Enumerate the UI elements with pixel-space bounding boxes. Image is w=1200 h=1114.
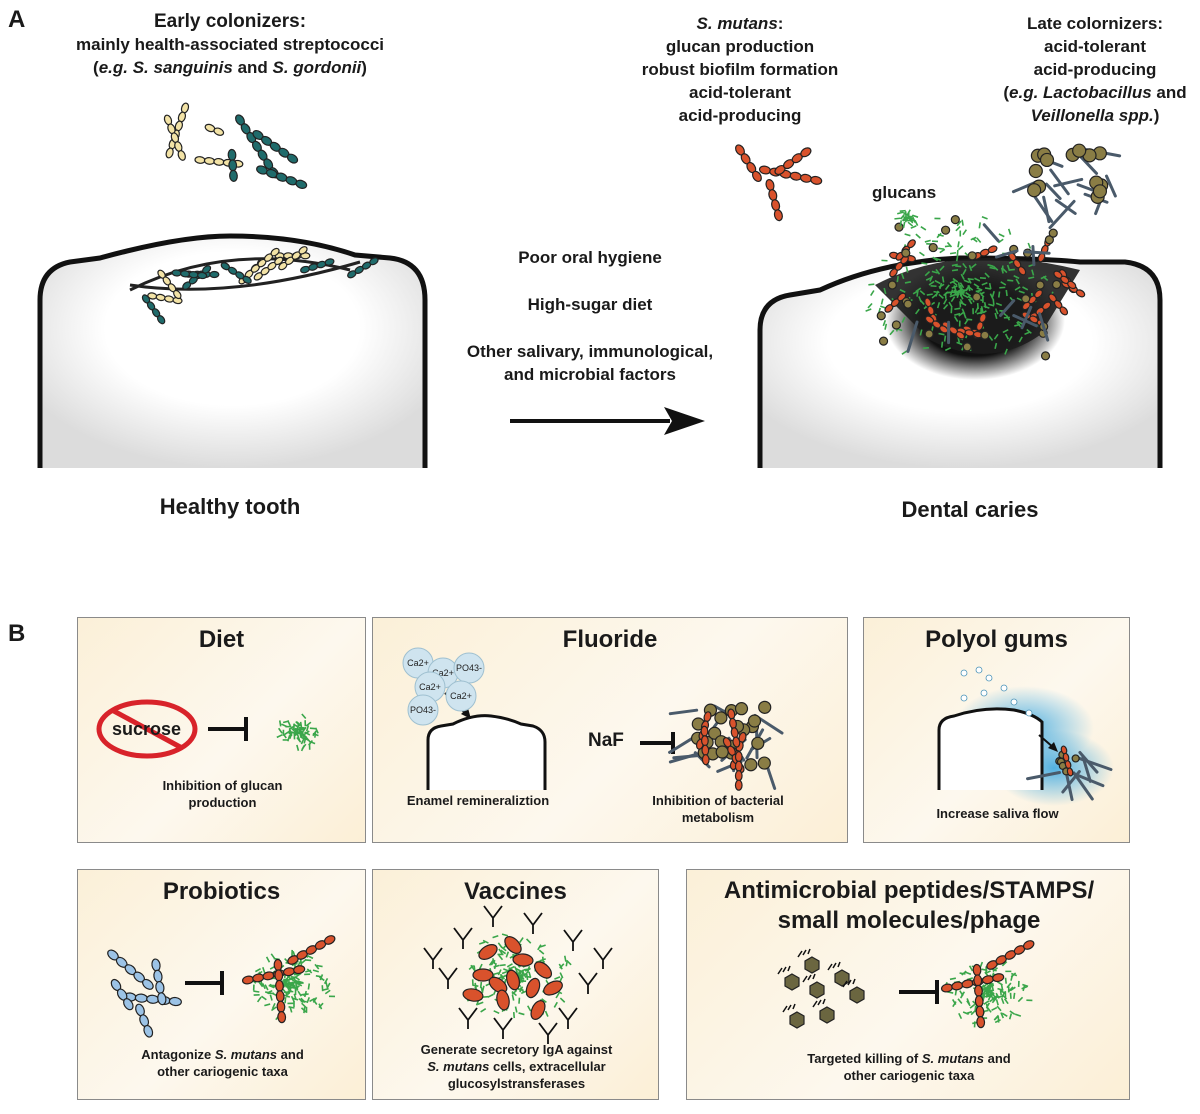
polyol-illustration (937, 666, 1114, 806)
smutans-trait-3: acid-tolerant (688, 83, 792, 102)
early-biofilm-cells (141, 246, 379, 325)
probiotics-caption: Antagonize S. mutans and other cariogeni… (141, 1047, 304, 1079)
vaccines-title: Vaccines (464, 878, 567, 905)
smutans-trait-2: robust biofilm formation (641, 60, 839, 79)
vaccines-caption: Generate secretory IgA against S. mutans… (420, 1042, 613, 1091)
amp-illustration (777, 940, 1035, 1029)
no-sucrose-icon (96, 699, 198, 759)
diet-box: Diet sucrose Inhibition of glucan produc… (77, 617, 366, 843)
ion-label: Ca2+ (432, 668, 454, 678)
panel-a-illustration (37, 102, 1163, 468)
early-colonizers-desc: mainly health-associated streptococci (76, 35, 384, 54)
ion-label: PO43- (456, 663, 482, 673)
late-trait-2: acid-producing (1033, 60, 1157, 79)
late-colonizers-title: Late colornizers: (1026, 14, 1164, 33)
ion-label: Ca2+ (419, 682, 441, 692)
fluoride-box: Fluoride Ca2+Ca2+PO43-Ca2+Ca2+PO43- NaF … (372, 617, 848, 843)
late-examples-1: (e.g. Lactobacillus and (1003, 83, 1187, 102)
polyol-caption: Increase saliva flow (936, 806, 1059, 821)
factors-block: Poor oral hygiene High-sugar diet Other … (460, 246, 720, 386)
diet-caption: Inhibition of glucan production (162, 778, 283, 810)
factor-oral-hygiene: Poor oral hygiene (518, 248, 662, 267)
early-colonizer-cluster (163, 102, 308, 189)
early-colonizers-examples: (e.g. S. sanguinis and S. gordonii) (93, 58, 367, 77)
polyol-box: Polyol gums Increase saliva flow (863, 617, 1130, 843)
vaccines-box: Vaccines Generate secretory IgA against … (372, 869, 659, 1100)
factor-sugar-diet: High-sugar diet (527, 295, 653, 314)
polyol-tooth-icon (937, 707, 1044, 790)
enamel-caption: Enamel remineraliztion (406, 793, 550, 808)
probiotics-illustration (107, 935, 336, 1038)
smutans-trait-1: glucan production (665, 37, 815, 56)
glucans-label: glucans (872, 183, 937, 202)
amp-title: Antimicrobial peptides/STAMPS/ small mol… (723, 877, 1095, 934)
fluoride-title: Fluoride (562, 626, 658, 653)
early-colonizers-title: Early colonizers: (153, 11, 307, 32)
amp-box: Antimicrobial peptides/STAMPS/ small mol… (686, 869, 1130, 1100)
probiotics-box: Probiotics Antagonize S. mutans and othe… (77, 869, 366, 1100)
glucans-icon (894, 209, 919, 228)
early-colonizers-heading: Early colonizers: mainly health-associat… (20, 10, 440, 79)
ion-label: Ca2+ (407, 658, 429, 668)
late-colonizer-cluster (1011, 143, 1122, 230)
healthy-tooth-outline (37, 233, 428, 468)
smutans-title: S. mutans: (696, 14, 784, 33)
amp-caption: Targeted killing of S. mutans and other … (807, 1051, 1011, 1083)
vaccines-illustration (423, 905, 613, 1044)
factor-other-1: Other salivary, immunological, (466, 342, 714, 361)
dental-caries-label: Dental caries (901, 497, 1039, 522)
late-colonizers-heading: Late colornizers: acid-tolerant acid-pro… (990, 12, 1200, 127)
smutans-trait-4: acid-producing (678, 106, 802, 125)
mini-tooth-icon (426, 714, 547, 790)
smutans-heading: S. mutans: glucan production robust biof… (610, 12, 870, 127)
smutans-cluster (735, 144, 823, 222)
panel-a-label: A (8, 6, 26, 33)
ion-label: PO43- (410, 705, 436, 715)
caries-biofilm (865, 215, 1086, 361)
sucrose-text: sucrose (112, 719, 182, 739)
fluoride-illustration: Ca2+Ca2+PO43-Ca2+Ca2+PO43- (402, 647, 784, 791)
progression-arrow (510, 407, 705, 435)
naf-label: NaF (588, 730, 624, 751)
probiotics-title: Probiotics (162, 878, 281, 905)
diet-title: Diet (198, 626, 245, 653)
healthy-tooth-label: Healthy tooth (159, 494, 301, 519)
panel-b-label: B (8, 620, 26, 647)
polyol-title: Polyol gums (925, 626, 1068, 653)
glucan-icon (276, 713, 319, 752)
late-examples-2: Veillonella spp.) (1030, 106, 1160, 125)
factor-other-2: and microbial factors (504, 365, 676, 384)
ion-label: Ca2+ (450, 691, 472, 701)
diet-illustration (96, 699, 319, 759)
late-trait-1: acid-tolerant (1043, 37, 1147, 56)
fluoride-metabolism-caption: Inhibition of bacterial metabolism (652, 793, 784, 825)
